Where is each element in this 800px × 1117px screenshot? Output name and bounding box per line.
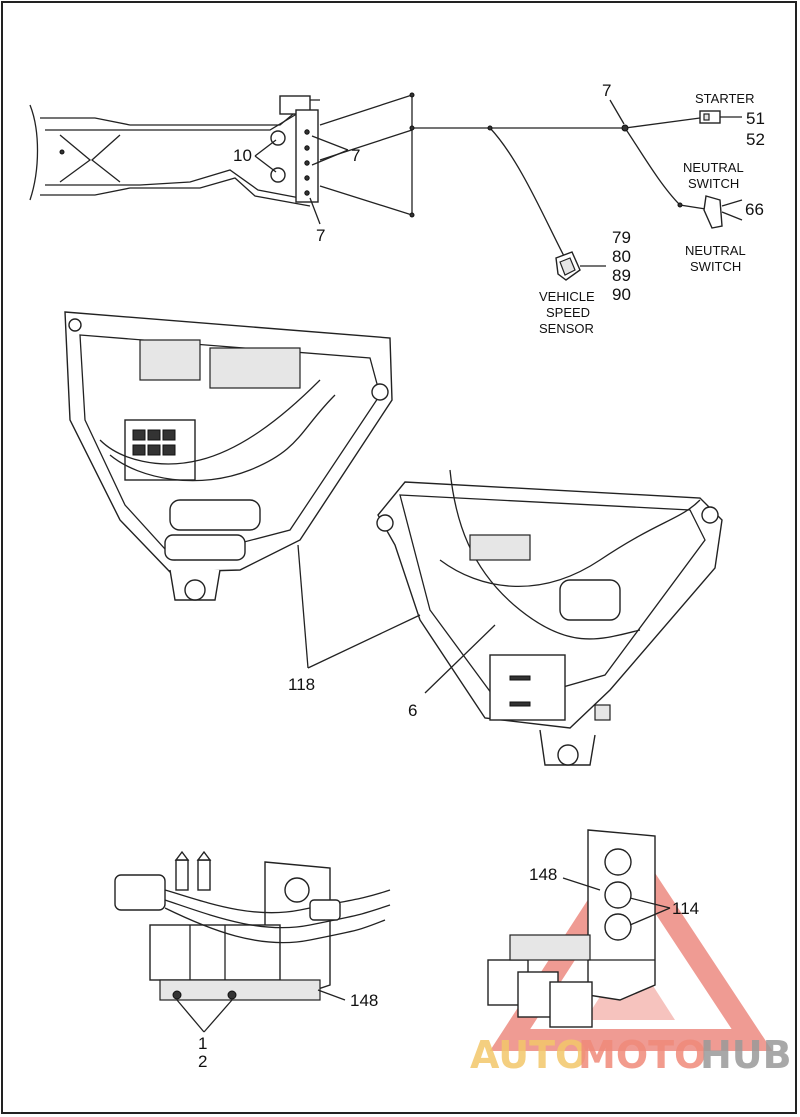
vss-label-1: VEHICLE: [539, 289, 595, 304]
vss-label-3: SENSOR: [539, 321, 594, 336]
leader-118: [297, 544, 421, 669]
vss-label-2: SPEED: [546, 305, 590, 320]
electrical-box-left: [64, 311, 393, 601]
vehicle-speed-sensor-part: [555, 251, 606, 281]
callout-90: 90: [612, 285, 631, 304]
neutral-switch-part: [703, 195, 743, 229]
neutral-switch-label-bottom-2: SWITCH: [690, 259, 741, 274]
leader-6: [424, 624, 496, 694]
callout-118: 118: [288, 675, 315, 694]
callout-1: 1: [198, 1034, 207, 1053]
callout-79: 79: [612, 228, 631, 247]
callout-2: 2: [198, 1052, 207, 1071]
callout-114: 114: [672, 899, 699, 918]
callout-6: 6: [408, 701, 417, 720]
starter-connector: [699, 110, 742, 124]
frame-rail-drawing: [29, 95, 320, 207]
callout-51: 51: [746, 109, 765, 128]
callout-7-top: 7: [602, 81, 611, 100]
neutral-switch-label-top-2: SWITCH: [688, 176, 739, 191]
callout-10: 10: [233, 146, 252, 165]
neutral-switch-label-top-1: NEUTRAL: [683, 160, 744, 175]
neutral-switch-label-bottom-1: NEUTRAL: [685, 243, 746, 258]
leader-148-left: [317, 989, 346, 1001]
callout-66: 66: [745, 200, 764, 219]
callout-148-left: 148: [350, 991, 378, 1010]
relay-block-left: [114, 850, 391, 1001]
leader-1-2: [176, 999, 233, 1033]
leader-114: [629, 897, 671, 926]
callout-80: 80: [612, 247, 631, 266]
watermark-moto: MOTO: [578, 1033, 706, 1077]
watermark-text: AUTO MOTO HUB: [470, 1033, 792, 1077]
harness-lines: [319, 92, 713, 259]
relay-bracket-right: [487, 829, 656, 1028]
callout-7-frame: 7: [351, 146, 360, 165]
callout-148-right: 148: [529, 865, 557, 884]
leader-148-right: [562, 877, 601, 891]
starter-label: STARTER: [695, 91, 754, 106]
watermark-auto: AUTO: [470, 1033, 587, 1077]
callout-7-bottom: 7: [316, 226, 325, 245]
electrical-box-right: [376, 469, 723, 766]
callout-89: 89: [612, 266, 631, 285]
watermark-hub: HUB: [700, 1033, 792, 1077]
clip-dots: [304, 129, 310, 196]
callout-52: 52: [746, 130, 765, 149]
